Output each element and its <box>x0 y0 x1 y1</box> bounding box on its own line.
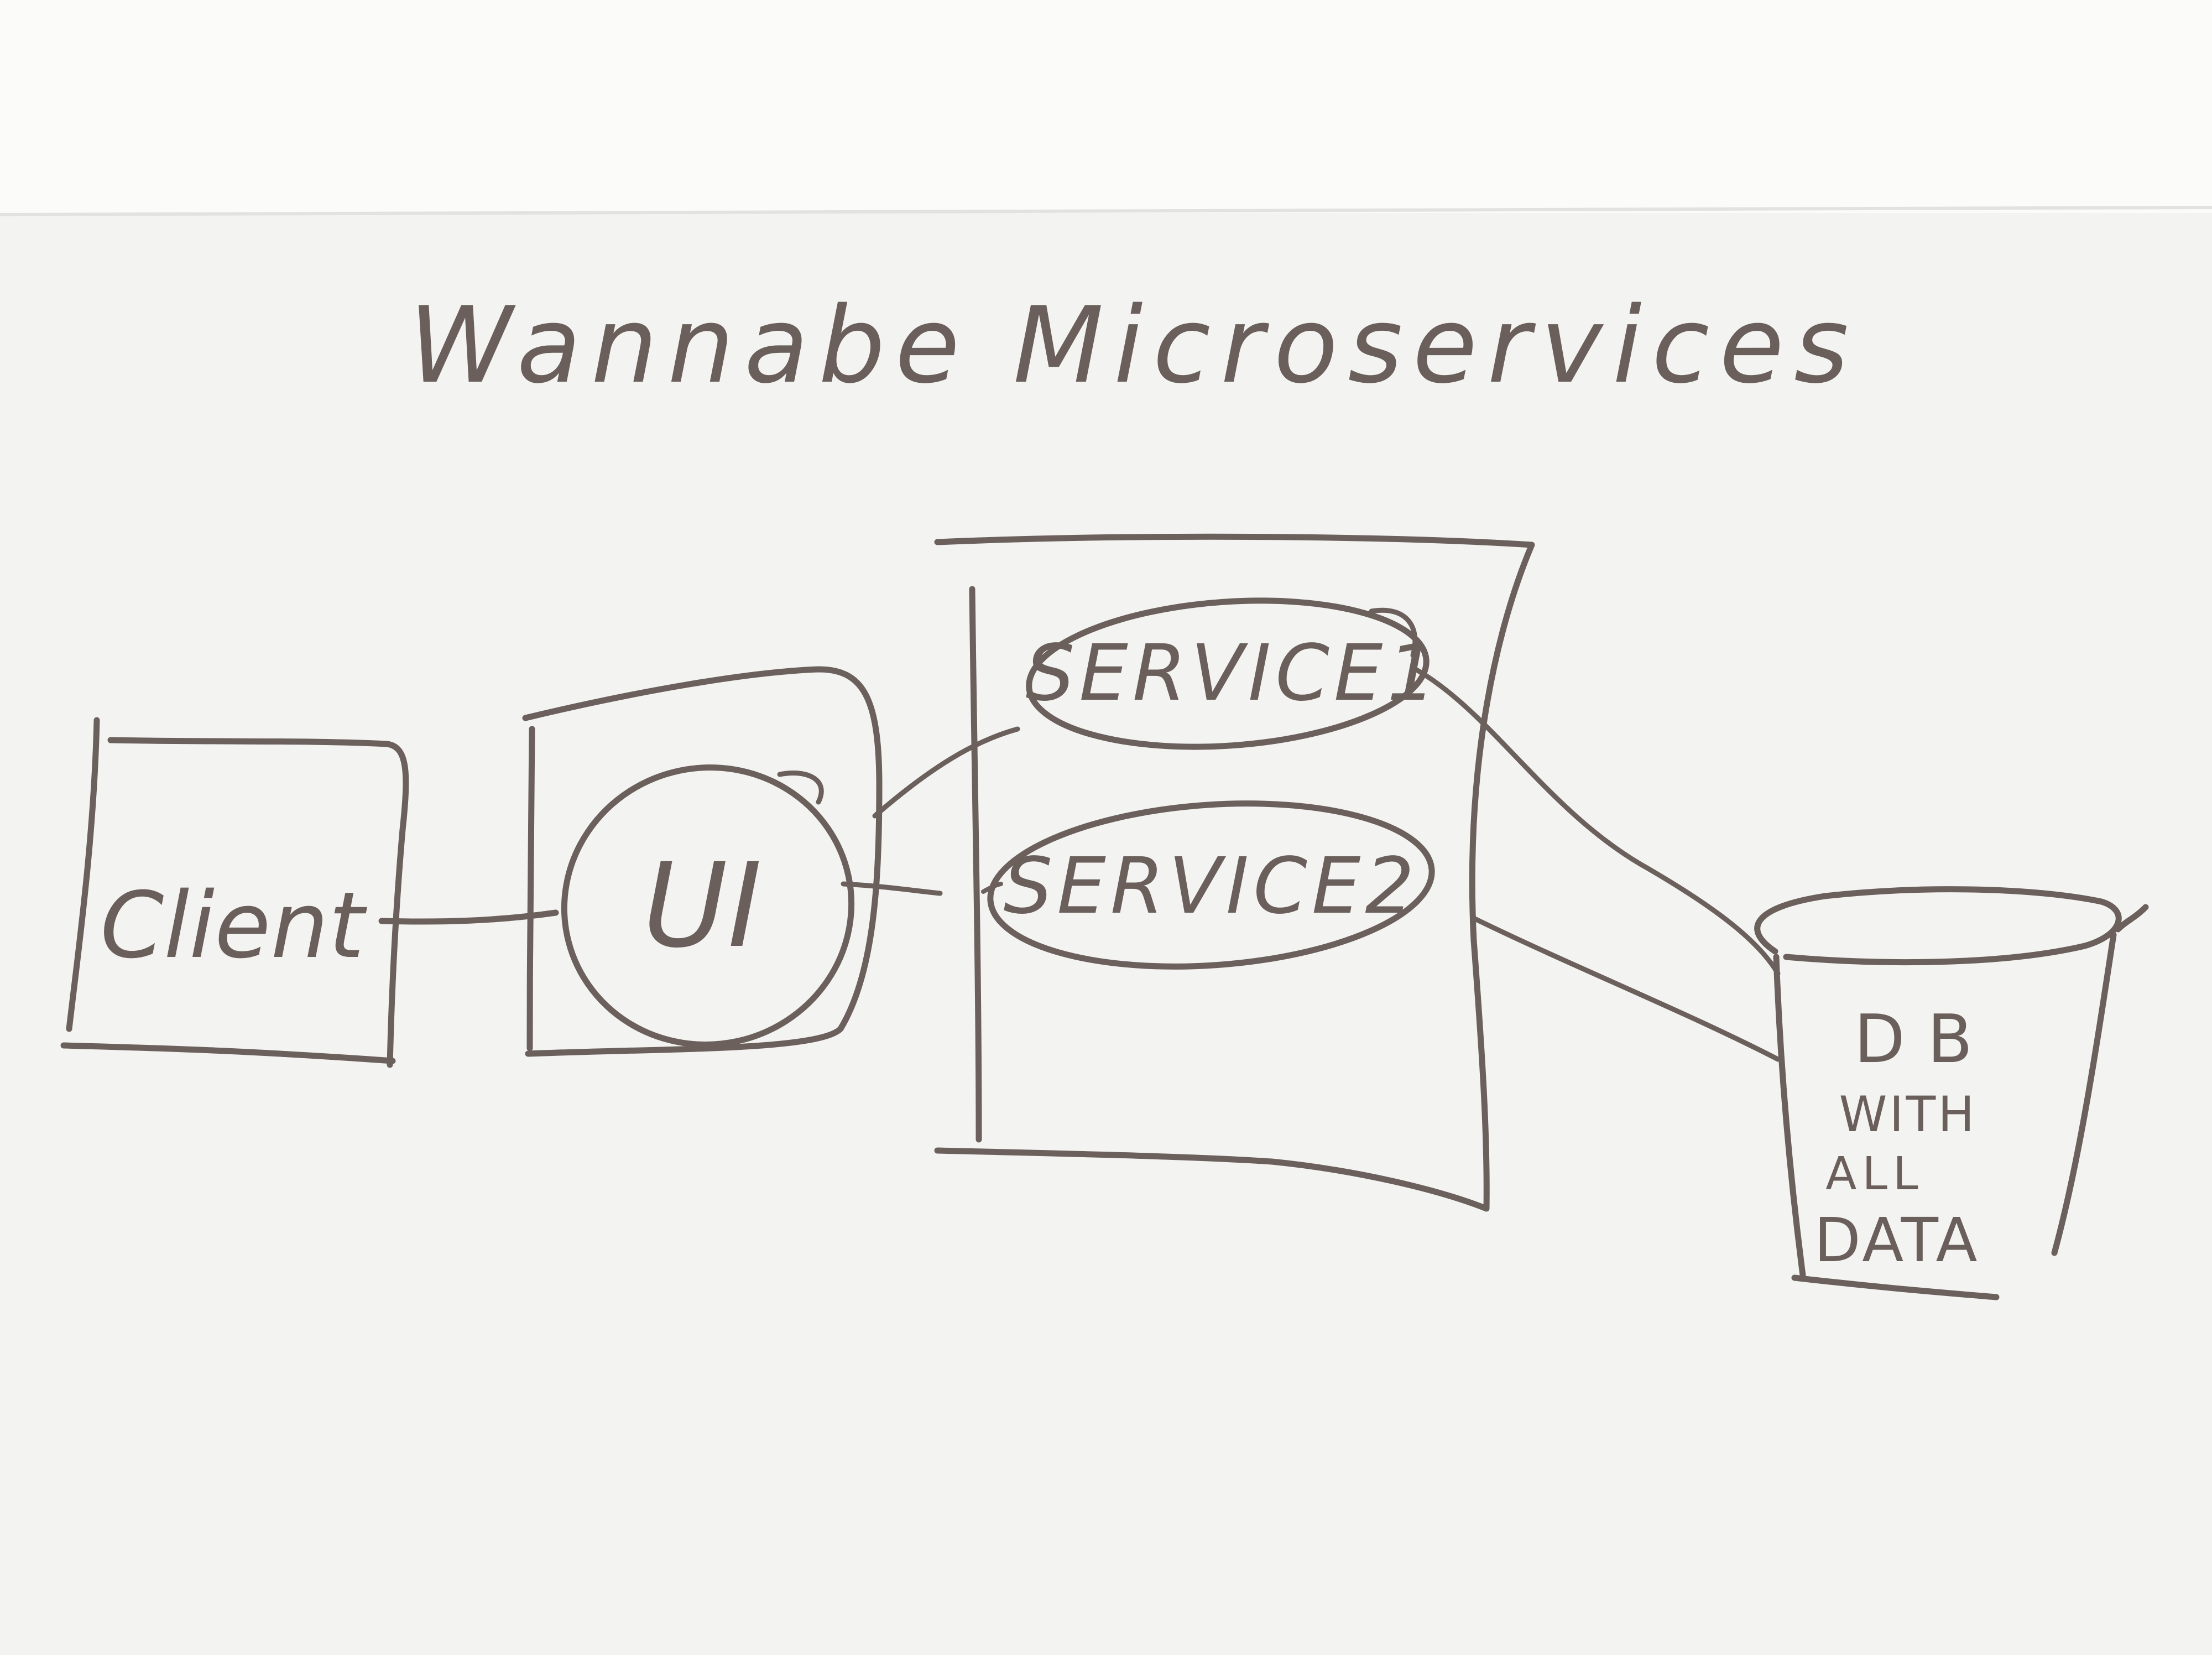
db-cylinder-top <box>1754 886 2122 965</box>
edge-ui-service1 <box>872 726 1020 819</box>
services-box <box>934 533 1535 1212</box>
db-node[interactable]: DB WITH ALL DATA <box>1754 886 2149 1300</box>
service2-label: SERVICE2 <box>1004 841 1419 931</box>
edge-service1-db <box>1413 667 1781 976</box>
service1-ellipse-tail <box>1369 607 1418 658</box>
edge-ui-service2 <box>841 881 943 896</box>
db-label-line-4: DATA <box>1814 1205 1979 1276</box>
db-label-line-3: ALL <box>1825 1148 1923 1200</box>
connections <box>378 667 1781 1062</box>
ui-label: UI <box>643 838 762 974</box>
client-box <box>60 717 409 1068</box>
edge-service2-db <box>1471 915 1781 1062</box>
ui-box <box>522 666 883 1057</box>
services-container <box>934 533 1535 1212</box>
client-node[interactable]: Client <box>60 717 409 1068</box>
ui-node[interactable]: UI <box>522 666 883 1071</box>
edge-ui-service2-right <box>981 882 1003 894</box>
db-cylinder-body <box>1773 904 2149 1300</box>
db-label-line-1: DB <box>1854 1001 1995 1078</box>
service1-ellipse <box>1026 597 1430 750</box>
ui-ellipse-tail <box>777 770 824 805</box>
board-top-edge <box>0 206 2212 216</box>
service1-label: SERVICE1 <box>1026 628 1441 719</box>
db-label-line-2: WITH <box>1839 1086 1977 1143</box>
edge-client-ui <box>378 909 559 925</box>
diagram-title: Wannabe Microservices <box>409 284 1859 407</box>
wall-strip <box>0 0 2212 216</box>
service2-ellipse <box>987 800 1435 970</box>
ui-ellipse <box>561 764 855 1048</box>
client-label: Client <box>100 872 367 979</box>
whiteboard-surface <box>0 213 2212 1655</box>
service2-node[interactable]: SERVICE2 <box>985 789 1437 980</box>
service1-node[interactable]: SERVICE1 <box>1024 588 1441 759</box>
